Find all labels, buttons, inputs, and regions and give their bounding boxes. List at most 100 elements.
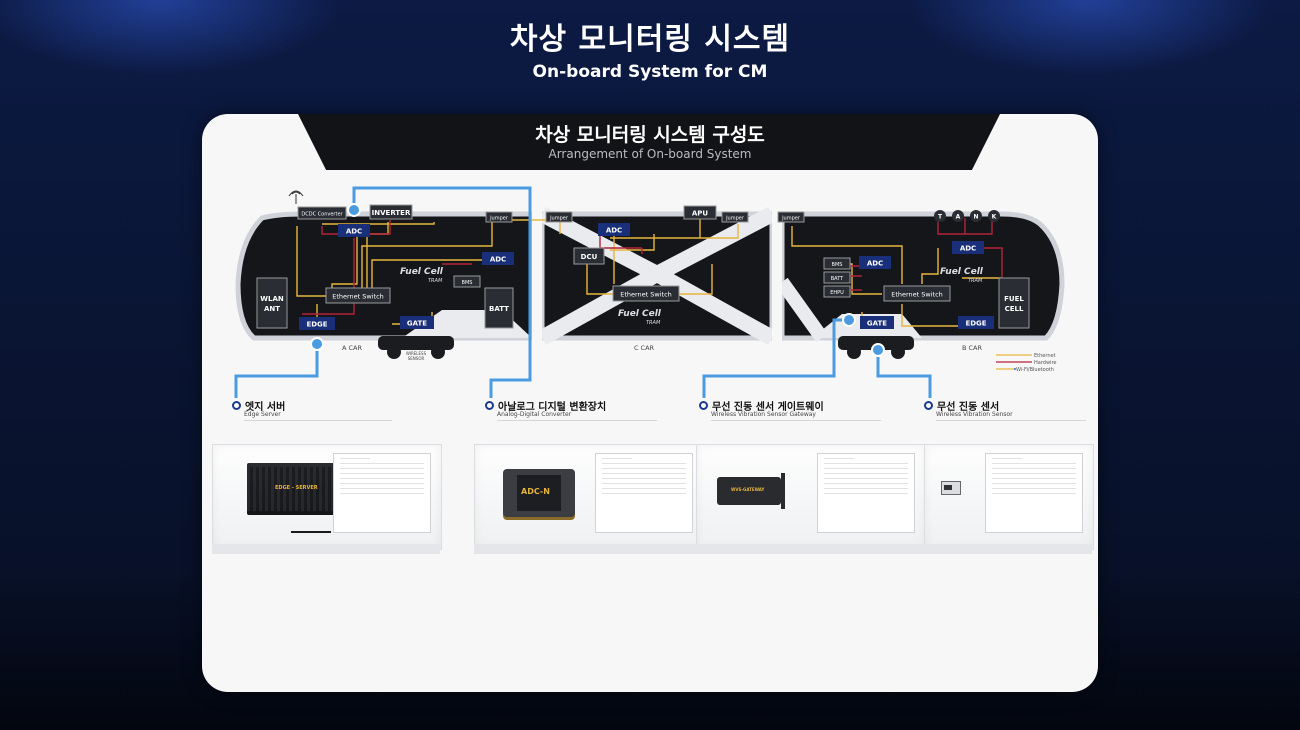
node-bms-b: BMS [823, 257, 851, 270]
svg-text:WLAN: WLAN [260, 295, 284, 303]
node-adc-a-top: ADC [338, 224, 370, 237]
node-batt-a: BATT [484, 287, 514, 329]
item-title-text: 무선 진동 센서 게이트웨이 [712, 402, 824, 413]
item-title-adc: 아날로그 디지털 변환장치 [485, 398, 606, 413]
board-title: 차상 모니터링 시스템 구성도 [535, 124, 765, 146]
edge-wifi-point [310, 337, 324, 351]
svg-text:Jumper: Jumper [781, 216, 801, 222]
display-case-gateway: WVS-GATEWAY [696, 444, 926, 550]
tank-indicator: T A N K [934, 210, 1000, 222]
node-ehpu: EHPU [823, 285, 851, 298]
node-fuel-cell: FUEL CELL [998, 277, 1030, 329]
car-gap-a [532, 210, 542, 342]
svg-text:EDGE: EDGE [306, 321, 327, 329]
gate-wifi-point [842, 313, 856, 327]
node-eth-switch-b: Ethernet Switch [883, 285, 951, 302]
edge-server-label: EDGE - SERVER [275, 485, 318, 491]
case-base [212, 544, 440, 554]
bogie-a [378, 336, 454, 359]
svg-text:Hardwire: Hardwire [1034, 360, 1056, 366]
node-jumper-1: Jumper [485, 211, 513, 223]
node-edge-a: EDGE [299, 317, 335, 330]
item-divider [497, 420, 657, 421]
svg-text:ADC: ADC [867, 260, 883, 268]
spec-sheet [595, 453, 693, 533]
car-label-c: C CAR [634, 344, 655, 352]
node-gate-a: GATE [400, 316, 434, 329]
svg-text:Fuel Cell: Fuel Cell [618, 309, 662, 319]
item-subtitle-edge-server: Edge Server [244, 411, 281, 418]
node-inverter: INVERTER [369, 204, 413, 220]
node-adc-a-right: ADC [482, 252, 514, 265]
svg-text:Fuel Cell: Fuel Cell [940, 267, 984, 277]
node-apu: APU [683, 205, 717, 220]
svg-text:ADC: ADC [606, 227, 622, 235]
node-eth-switch-a: Ethernet Switch [325, 287, 391, 304]
svg-text:N: N [973, 214, 978, 221]
display-board: 차상 모니터링 시스템 구성도 Arrangement of On-board … [202, 114, 1098, 692]
bullet-icon [232, 401, 241, 410]
car-label-a: A CAR [342, 344, 362, 352]
svg-text:SENSOR: SENSOR [408, 356, 425, 361]
bullet-icon [924, 401, 933, 410]
svg-text:T: T [938, 214, 943, 221]
svg-text:ADC: ADC [346, 228, 362, 236]
antenna-icon [288, 190, 304, 204]
system-diagram: DCDC Converter INVERTER ADC ADC Jumper J… [234, 186, 1065, 398]
node-gate-b: GATE [860, 316, 894, 329]
item-title-text: 아날로그 디지털 변환장치 [498, 402, 607, 413]
svg-text:Jumper: Jumper [725, 216, 745, 222]
node-adc-c: ADC [598, 223, 630, 236]
item-subtitle-gateway: Wireless Vibration Sensor Gateway [711, 411, 816, 418]
item-title-text: 무선 진동 센서 [937, 402, 1000, 413]
exhibit-title: 차상 모니터링 시스템 [509, 22, 791, 57]
node-dcu: DCU [573, 247, 605, 265]
node-jumper-4: Jumper [777, 211, 805, 223]
svg-text:EDGE: EDGE [965, 320, 986, 328]
svg-text:TRAM: TRAM [968, 278, 983, 284]
svg-text:APU: APU [692, 210, 709, 218]
node-wlan-ant: WLAN ANT [256, 277, 288, 329]
svg-text:CELL: CELL [1005, 305, 1024, 313]
svg-text:Jumper: Jumper [489, 216, 509, 222]
sensor-device [941, 481, 961, 495]
svg-text:TRAM: TRAM [646, 320, 661, 326]
item-divider [711, 420, 881, 421]
spec-sheet [985, 453, 1083, 533]
logo-fuel-cell-a: Fuel Cell TRAM [400, 267, 444, 284]
svg-text:ADC: ADC [490, 256, 506, 264]
adc-device-label: ADC-N [521, 487, 550, 496]
car-label-b: B CAR [962, 344, 983, 352]
svg-text:WIRELESS: WIRELESS [406, 351, 427, 356]
bullet-icon [485, 401, 494, 410]
svg-text:Jumper: Jumper [549, 216, 569, 222]
svg-text:Ethernet: Ethernet [1034, 353, 1056, 359]
board-subtitle: Arrangement of On-board System [548, 147, 752, 161]
svg-text:BATT: BATT [831, 276, 844, 282]
svg-text:Wi-Fi/Bluetooth: Wi-Fi/Bluetooth [1016, 367, 1054, 373]
case-base [924, 544, 1092, 554]
item-title-gateway: 무선 진동 센서 게이트웨이 [699, 398, 824, 413]
wireless-sensor-caption: WIRELESS SENSOR [406, 351, 427, 361]
svg-text:GATE: GATE [407, 320, 427, 328]
item-divider [936, 420, 1086, 421]
svg-text:DCDC Converter: DCDC Converter [301, 212, 343, 218]
logo-fuel-cell-c: Fuel Cell TRAM [618, 309, 662, 326]
item-title-sensor: 무선 진동 센서 [924, 398, 999, 413]
antenna-icon [781, 473, 785, 509]
svg-text:Fuel Cell: Fuel Cell [400, 267, 444, 277]
sensor-wifi-point [871, 343, 885, 357]
svg-text:ANT: ANT [264, 305, 280, 313]
item-title-text: 엣지 서버 [245, 402, 286, 413]
case-base [474, 544, 702, 554]
tram-body [235, 206, 1065, 345]
svg-text:FUEL: FUEL [1004, 295, 1024, 303]
node-adc-b-top: ADC [952, 241, 984, 254]
logo-fuel-cell-b: Fuel Cell TRAM [940, 267, 984, 284]
display-case-sensor [924, 444, 1094, 550]
svg-text:INVERTER: INVERTER [372, 209, 411, 217]
adc-device: ADC-N [503, 469, 575, 517]
node-dcdc: DCDC Converter [297, 206, 347, 220]
legend: Ethernet Hardwire Wi-Fi/Bluetooth [996, 353, 1056, 373]
gateway-device: WVS-GATEWAY [717, 477, 781, 505]
